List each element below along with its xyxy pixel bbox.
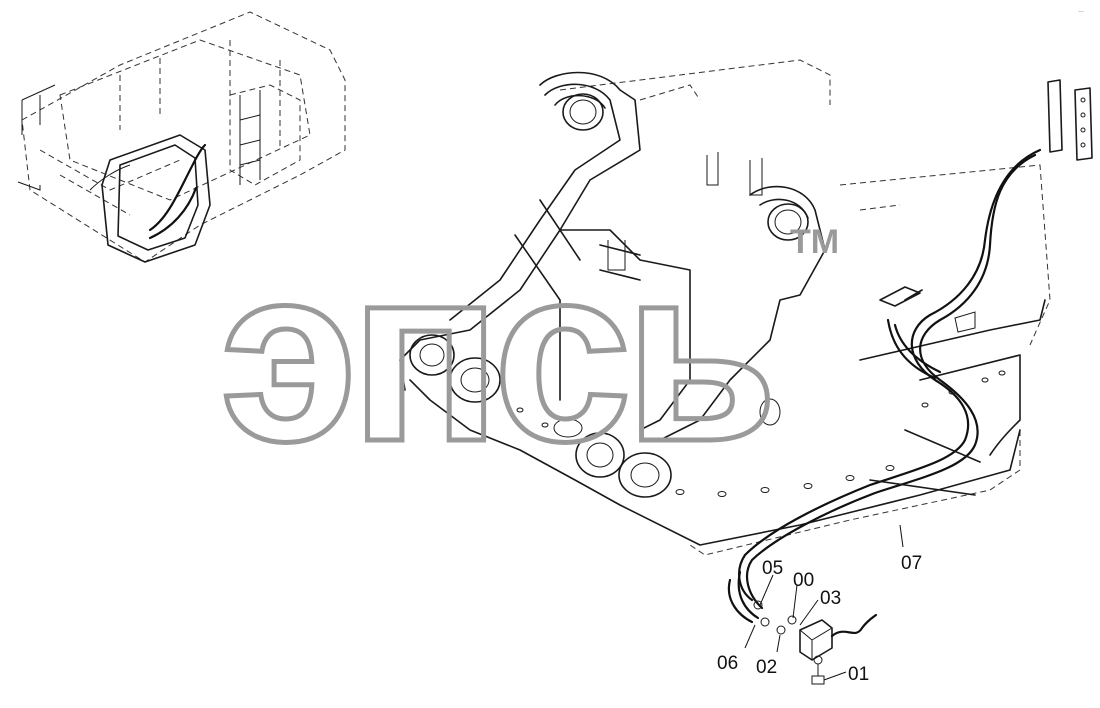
watermark: эпсь TM [218, 212, 840, 496]
watermark-text: эпсь [220, 214, 770, 493]
valve-block [753, 600, 878, 685]
corner-mark: … [1078, 8, 1084, 14]
callout-05: 05 [762, 558, 783, 579]
callout-06: 06 [717, 653, 738, 674]
trademark-mark: TM [790, 223, 839, 261]
boom-frame-drawing [399, 59, 1051, 556]
hose-assembly [727, 79, 1093, 624]
callout-00: 00 [793, 570, 814, 591]
callout-07: 07 [901, 553, 922, 574]
callout-02: 02 [756, 657, 777, 678]
callout-labels: 07 05 00 03 06 02 01 [717, 553, 922, 685]
callout-03: 03 [820, 588, 841, 609]
callout-01: 01 [848, 664, 869, 685]
machine-overview-inset [17, 11, 346, 263]
callout-leaders [744, 524, 904, 681]
